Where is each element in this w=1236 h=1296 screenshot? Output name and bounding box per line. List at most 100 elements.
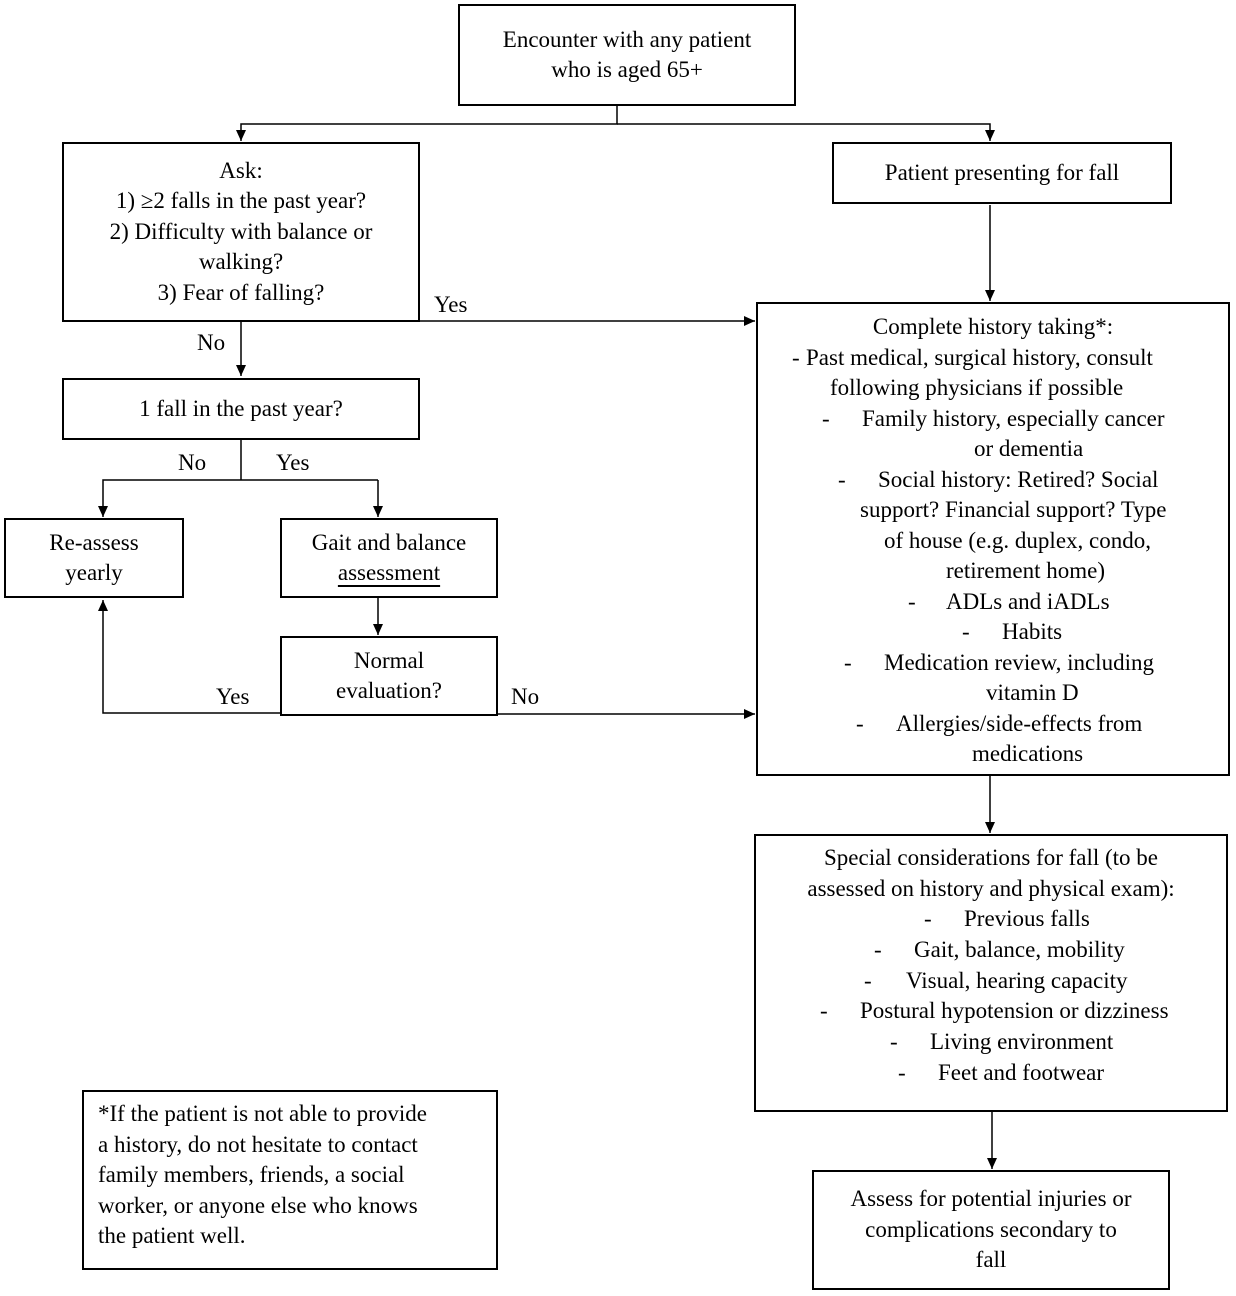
normal-no-label: No [511,684,540,709]
special-item-6: - Feet and footwear [762,1058,1220,1089]
ask-no-label: No [197,330,226,355]
special-item-4-dash: - [820,998,828,1024]
special-title-line-2: assessed on history and physical exam): [807,875,1175,901]
special-item-3-text: Visual, hearing capacity [906,967,1128,993]
one-fall-no-arrow [98,479,378,517]
normal-yes-label: Yes [216,684,250,709]
history-item-1-line-2: following physicians if possible [764,373,1222,404]
history-item-3-text-2: support? Financial support? Type [860,497,1167,522]
history-item-6-text-1: Medication review, including [884,649,1154,675]
special-item-6-dash: - [898,1059,906,1085]
history-item-2-line-1: - Family history, especially cancer [764,404,1222,435]
note-line-3: family members, friends, a social [98,1162,405,1187]
special-item-1-text: Previous falls [964,906,1090,931]
note-line-2: a history, do not hesitate to contact [98,1131,418,1157]
special-item-1-dash: - [924,906,932,931]
history-item-1-text-1: Past medical, surgical history, consult [806,344,1153,370]
ask-line-5: 3) Fear of falling? [157,279,325,305]
normal-line-1: Normal [353,647,425,673]
history-item-3-dash: - [838,466,846,492]
special-considerations-box: Special considerations for fall (to be a… [754,834,1228,1112]
ask-line-3: 2) Difficulty with balance or [109,218,373,244]
history-item-5-dash: - [962,619,970,644]
special-items-list: -Previous falls-Gait, balance, mobility-… [762,904,1220,1089]
history-item-6-text-2: vitamin D [986,680,1079,705]
history-item-6-dash: - [844,649,852,675]
history-item-3-line-1: - Social history: Retired? Social [764,465,1222,496]
reassess-box: Re-assess yearly [4,518,184,598]
special-item-2-text: Gait, balance, mobility [914,936,1125,962]
history-item-5-text-1: Habits [1002,619,1063,644]
start-line-1: Encounter with any patient [502,26,752,52]
history-item-1-text-2: following physicians if possible [830,375,1124,400]
note-line-4: worker, or anyone else who knows [98,1192,418,1218]
history-item-7-text-2: medications [972,741,1084,766]
history-item-3-line-4: retirement home) [764,556,1222,587]
note-line-1: *If the patient is not able to provide [98,1101,427,1126]
history-item-1-dash: - [792,344,800,370]
history-item-6-line-2: vitamin D [764,678,1222,709]
history-item-7-line-1: - Allergies/side-effects from [764,709,1222,740]
footnote-box: *If the patient is not able to provide a… [82,1090,498,1270]
reassess-line-2: yearly [65,560,123,585]
assess-injuries-box: Assess for potential injuries or complic… [812,1170,1170,1290]
reassess-line-1: Re-assess [49,529,139,555]
history-item-3-text-3: of house (e.g. duplex, condo, [884,527,1151,553]
special-item-6-text: Feet and footwear [938,1059,1105,1085]
special-item-2-dash: - [874,936,882,962]
history-item-2-line-2: or dementia [764,434,1222,465]
patient-presenting-box: Patient presenting for fall [832,142,1172,204]
ask-line-4: walking? [198,249,284,275]
split-to-presenting-line [617,123,995,141]
history-item-4-line-1: - ADLs and iADLs [764,587,1222,618]
history-item-3-text-1: Social history: Retired? Social [878,466,1159,492]
history-item-2-text-1: Family history, especially cancer [862,405,1165,431]
note-line-5: the patient well. [98,1223,246,1248]
history-item-2-text-2: or dementia [974,436,1084,461]
history-items-list: -Past medical, surgical history, consult… [764,343,1222,770]
start-box: Encounter with any patient who is aged 6… [458,4,796,106]
history-taking-box: Complete history taking*: -Past medical,… [756,302,1230,776]
one-fall-no-label: No [178,450,207,475]
history-item-7-dash: - [856,710,864,736]
assess-line-1: Assess for potential injuries or [850,1186,1132,1212]
history-item-5-line-1: - Habits [764,617,1222,648]
normal-line-2: evaluation? [335,678,442,703]
special-item-4-text: Postural hypotension or dizziness [860,998,1169,1024]
history-item-7-line-2: medications [764,739,1222,770]
ask-line-1: Ask: [219,157,263,183]
history-item-4-dash: - [908,588,916,614]
special-item-4: - Postural hypotension or dizziness [762,996,1220,1027]
history-title: Complete history taking*: [872,314,1114,339]
ask-yes-label: Yes [434,292,468,317]
special-title-line-1: Special considerations for fall (to be [823,845,1159,870]
one-fall-yes-label: Yes [276,450,310,475]
start-to-split-line [236,106,618,141]
history-item-4-text-1: ADLs and iADLs [946,588,1110,614]
history-item-2-dash: - [822,405,830,431]
special-item-5-text: Living environment [930,1029,1114,1055]
history-item-3-text-4: retirement home) [946,558,1106,583]
gait-line-1: Gait and balance [311,529,467,555]
special-item-3: - Visual, hearing capacity [762,966,1220,997]
normal-evaluation-box: Normal evaluation? [280,636,498,716]
one-fall-box: 1 fall in the past year? [62,378,420,440]
presenting-label: Patient presenting for fall [884,159,1120,185]
history-item-1-line-1: -Past medical, surgical history, consult [764,343,1222,374]
history-item-3-line-3: of house (e.g. duplex, condo, [764,526,1222,557]
history-item-7-text-1: Allergies/side-effects from [896,710,1143,736]
special-item-1: - Previous falls [762,904,1220,935]
history-item-3-line-2: support? Financial support? Type [764,495,1222,526]
assess-line-3: fall [975,1247,1007,1273]
gait-balance-box: Gait and balance assessment [280,518,498,598]
assess-line-2: complications secondary to [865,1216,1117,1242]
special-item-3-dash: - [864,967,872,993]
history-item-6-line-1: - Medication review, including [764,648,1222,679]
special-item-2: - Gait, balance, mobility [762,935,1220,966]
ask-line-2: 1) ≥2 falls in the past year? [115,188,367,214]
ask-box: Ask: 1) ≥2 falls in the past year? 2) Di… [62,142,420,322]
normal-yes-arrow [98,600,280,714]
special-item-5-dash: - [890,1029,898,1055]
special-item-5: - Living environment [762,1027,1220,1058]
